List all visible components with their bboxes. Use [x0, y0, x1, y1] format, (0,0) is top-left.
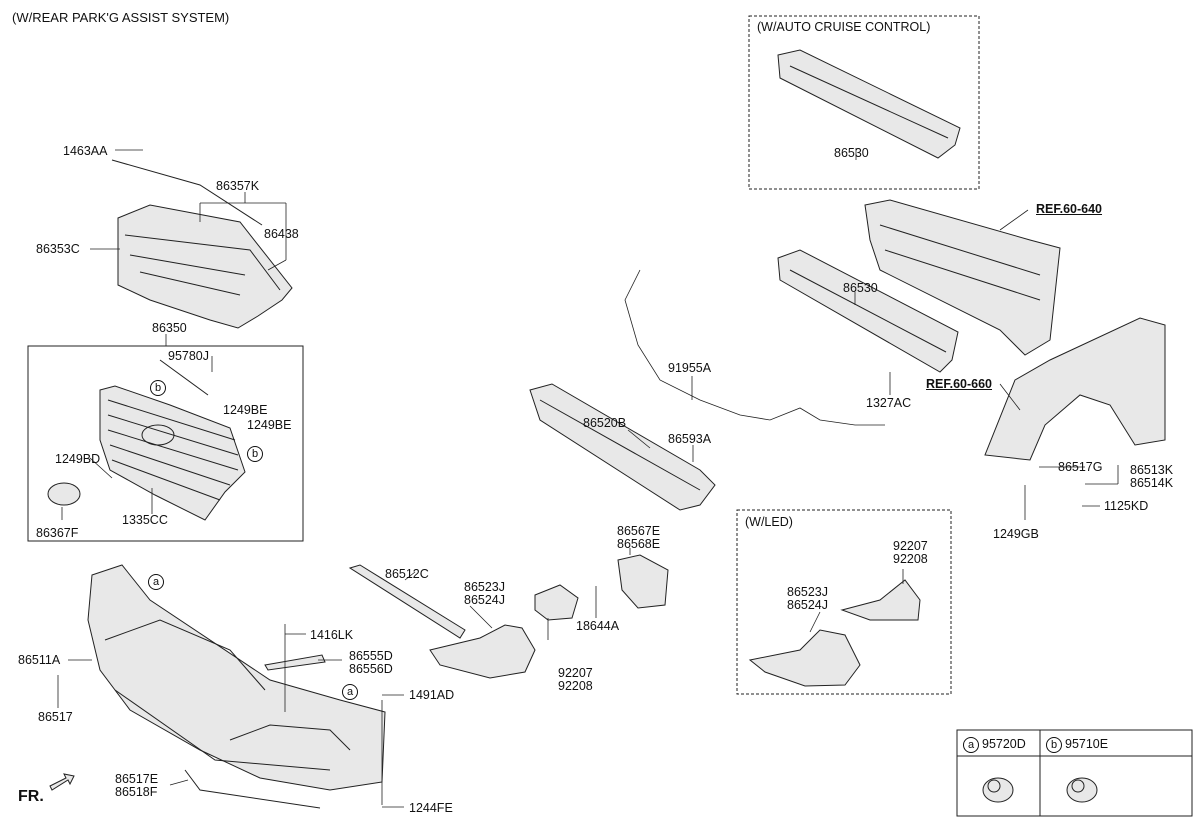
- part-label[interactable]: 1491AD: [409, 688, 455, 702]
- part-label[interactable]: 86568E: [617, 537, 661, 551]
- part-label[interactable]: 86517: [38, 710, 73, 724]
- part-label[interactable]: 86556D: [349, 662, 393, 676]
- part-label[interactable]: 1125KD: [1104, 499, 1149, 513]
- cruise-beam-drawing: [777, 49, 961, 159]
- front-arrow-icon: [49, 773, 75, 791]
- led-frame: [736, 509, 952, 695]
- part-label[interactable]: 92207: [893, 539, 928, 553]
- part-label[interactable]: 86517E: [115, 772, 159, 786]
- part-label[interactable]: 86523J: [787, 585, 829, 599]
- radiator-grille-drawing: [47, 359, 246, 521]
- part-label[interactable]: 92208: [558, 679, 593, 693]
- part-label[interactable]: 86523J: [464, 580, 506, 594]
- callout-b: b: [247, 446, 266, 462]
- part-label[interactable]: 1244FE: [409, 801, 453, 815]
- led-title: (W/LED): [745, 515, 793, 529]
- bumper-cover-drawing: [87, 564, 466, 809]
- energy-absorber-drawing: [529, 383, 716, 511]
- fog-lamp-drawing: [429, 554, 921, 687]
- part-label[interactable]: 86518F: [115, 785, 158, 799]
- part-label[interactable]: 86524J: [464, 593, 506, 607]
- part-label[interactable]: 1249BD: [55, 452, 101, 466]
- part-label[interactable]: 92207: [558, 666, 593, 680]
- part-label[interactable]: 1249GB: [993, 527, 1039, 541]
- callout-a: a: [342, 684, 361, 700]
- part-label[interactable]: 86517G: [1058, 460, 1103, 474]
- front-indicator: FR.: [18, 788, 44, 805]
- part-label[interactable]: 18644A: [576, 619, 620, 633]
- part-label[interactable]: 86520B: [583, 416, 627, 430]
- leader-lines: [57, 148, 1119, 808]
- part-label[interactable]: 1327AC: [866, 396, 912, 410]
- auto-cruise-frame: [748, 15, 980, 190]
- legend-part-b: 95710E: [1065, 737, 1109, 751]
- part-label[interactable]: 86513K: [1130, 463, 1174, 477]
- part-label[interactable]: 1249BE: [223, 403, 268, 417]
- callout-a: a: [148, 574, 167, 590]
- part-label[interactable]: 1335CC: [122, 513, 168, 527]
- wiring-harness-drawing: [624, 269, 885, 426]
- part-label[interactable]: 86512C: [385, 567, 429, 581]
- part-label[interactable]: 86555D: [349, 649, 393, 663]
- part-label[interactable]: 86438: [264, 227, 299, 241]
- part-label[interactable]: 86350: [152, 321, 187, 335]
- part-label[interactable]: 86511A: [18, 653, 61, 667]
- legend-frame: [956, 729, 1193, 817]
- part-label[interactable]: 1463AA: [63, 144, 108, 158]
- page-header: (W/REAR PARK'G ASSIST SYSTEM): [12, 10, 230, 25]
- part-label[interactable]: 86593A: [668, 432, 712, 446]
- grille-cover-drawing: [111, 159, 293, 329]
- ref-link-2[interactable]: REF.60-660: [926, 377, 993, 391]
- part-label[interactable]: 86357K: [216, 179, 260, 193]
- part-label[interactable]: 86367F: [36, 526, 79, 540]
- part-label[interactable]: 91955A: [668, 361, 712, 375]
- part-label[interactable]: 86524J: [787, 598, 829, 612]
- grille-detail-frame: [27, 345, 304, 542]
- ref-link-1[interactable]: REF.60-640: [1036, 202, 1103, 216]
- part-label[interactable]: 86530: [834, 146, 869, 160]
- callout-b: b: [150, 380, 169, 396]
- legend-part-a: 95720D: [982, 737, 1026, 751]
- part-label[interactable]: 1416LK: [310, 628, 354, 642]
- fender-drawing: [984, 317, 1166, 461]
- part-label[interactable]: 86530: [843, 281, 878, 295]
- part-label[interactable]: 86353C: [36, 242, 80, 256]
- auto-cruise-title: (W/AUTO CRUISE CONTROL): [757, 20, 931, 34]
- part-label[interactable]: 1249BE: [247, 418, 292, 432]
- sensor-icons: [982, 777, 1098, 803]
- part-label[interactable]: 86514K: [1130, 476, 1174, 490]
- part-label[interactable]: 92208: [893, 552, 928, 566]
- part-label[interactable]: 95780J: [168, 349, 210, 363]
- part-label[interactable]: 86567E: [617, 524, 661, 538]
- bumper-beam-drawing: [777, 199, 1061, 373]
